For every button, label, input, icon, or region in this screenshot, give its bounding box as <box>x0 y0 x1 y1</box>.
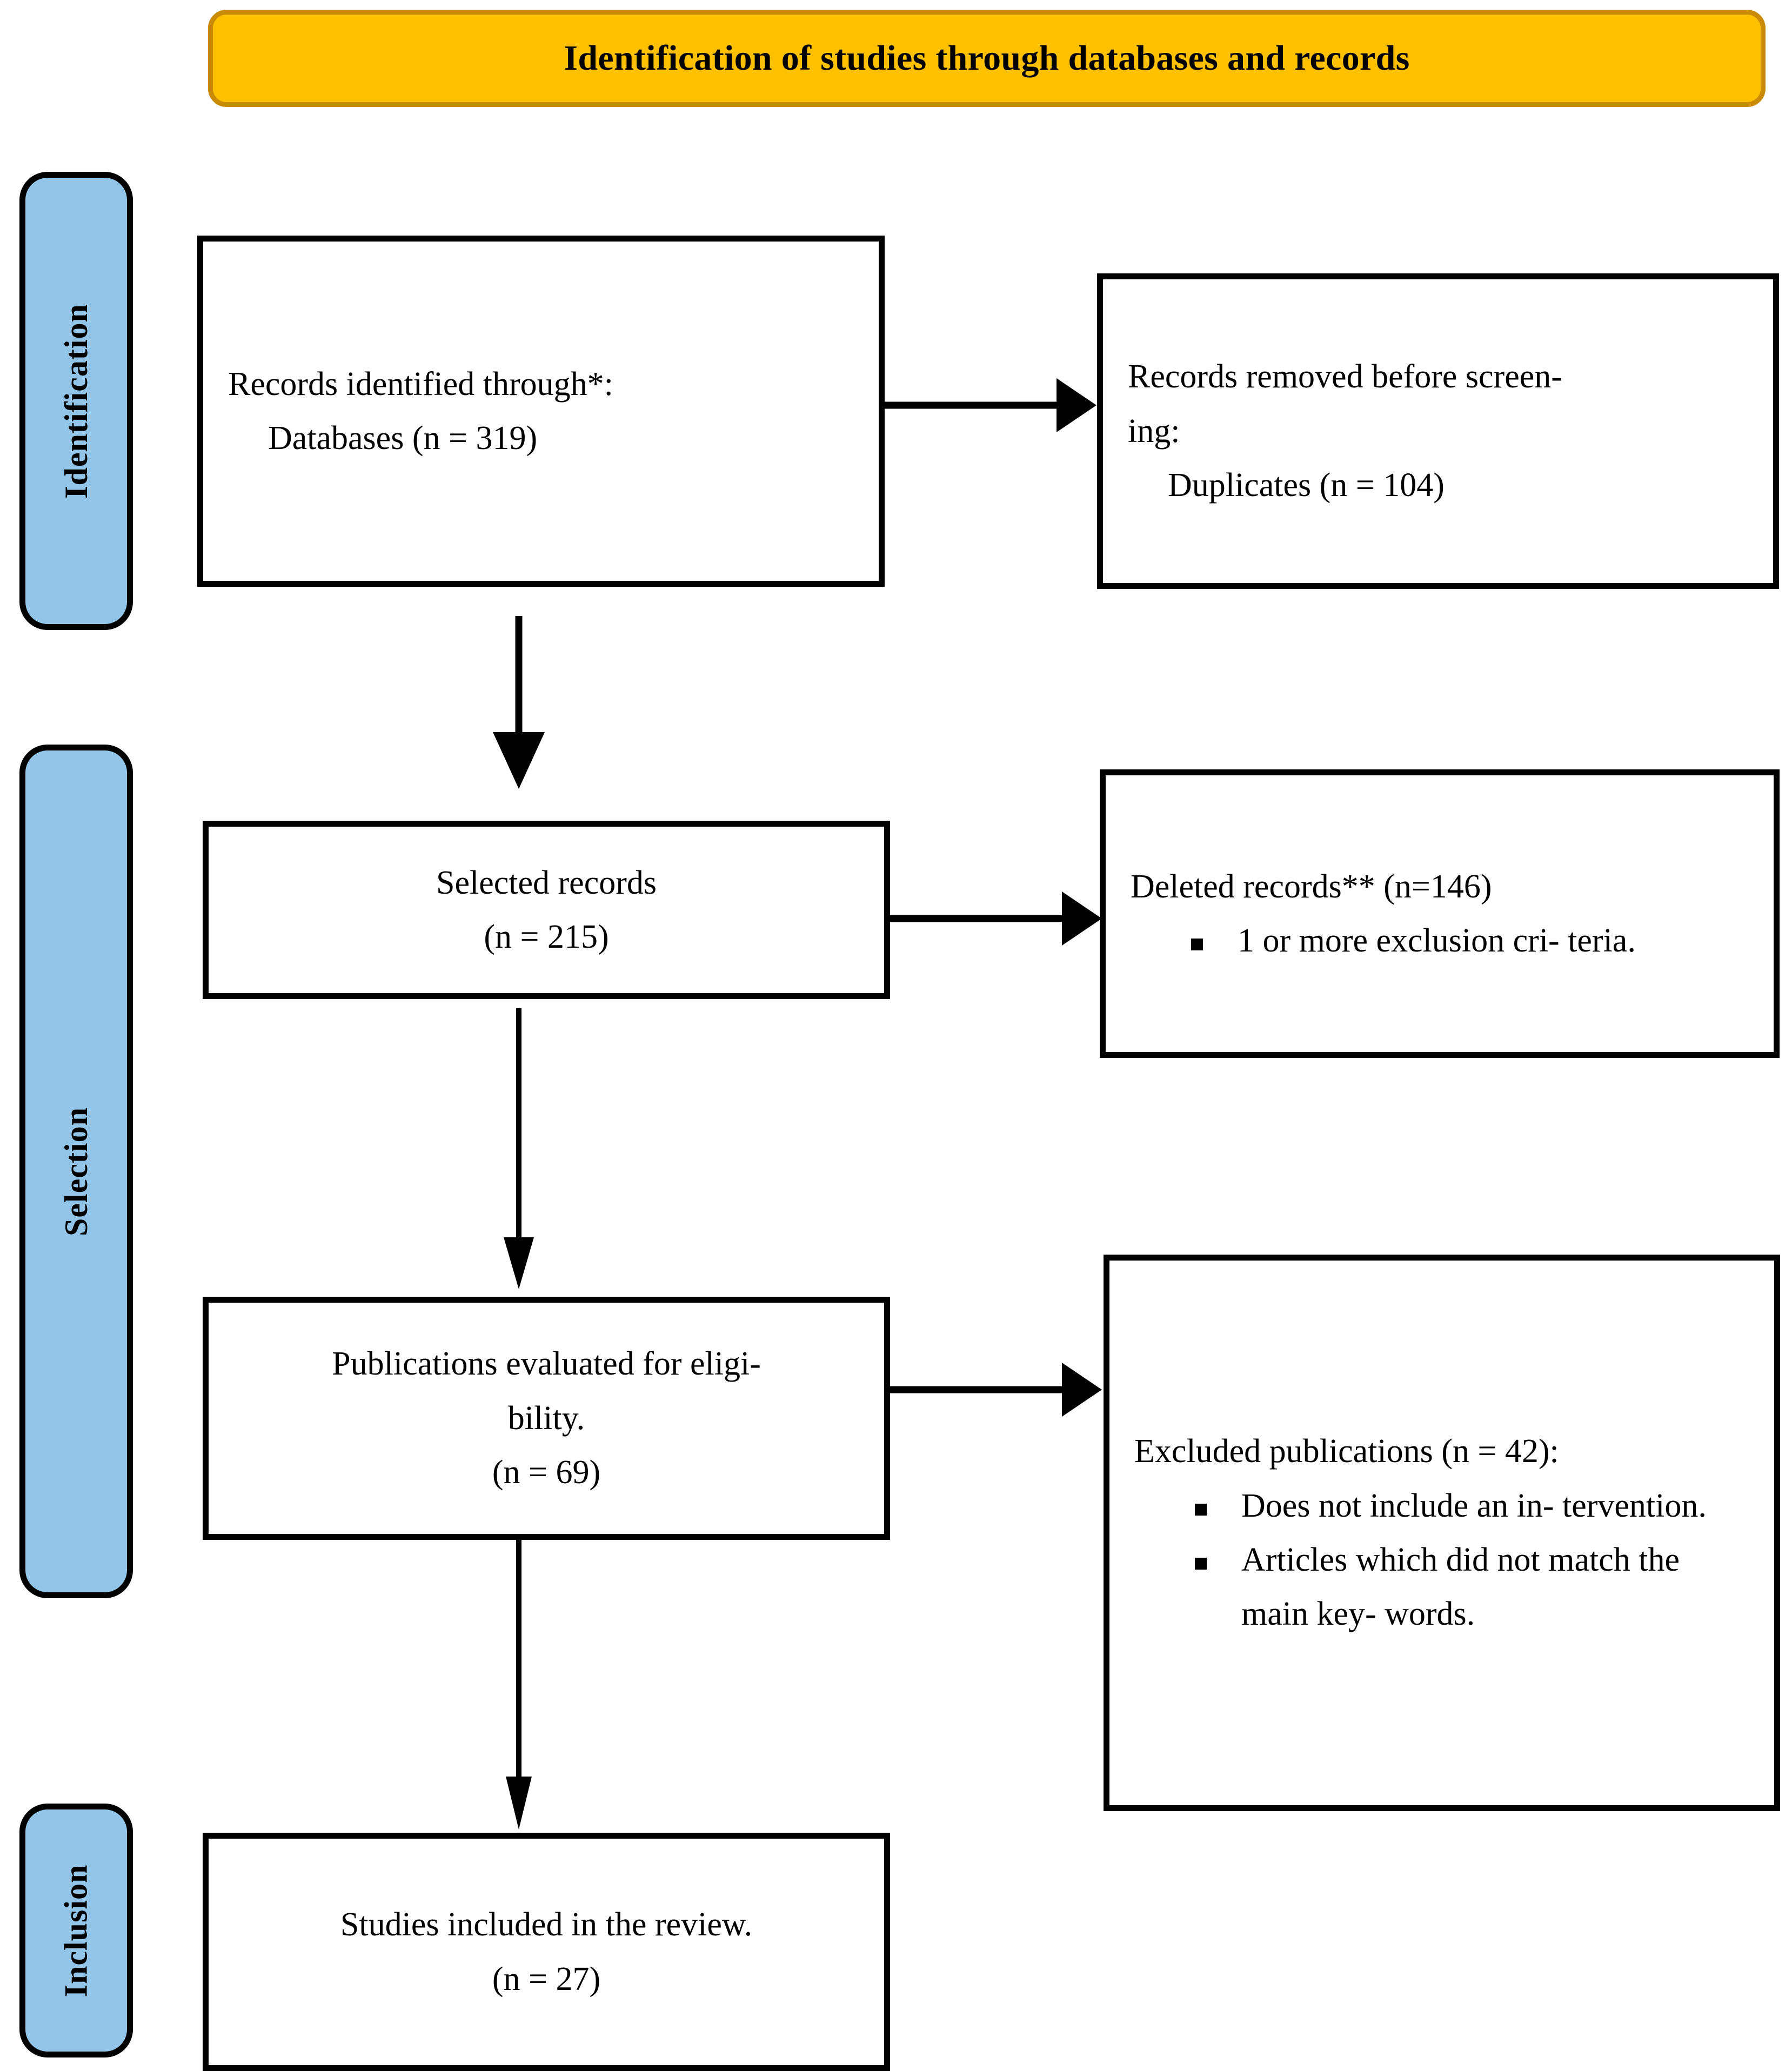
stage-bar-identification: Identification <box>19 172 133 630</box>
arrow-right-selected-to-deleted <box>890 886 1106 951</box>
square-bullet-icon <box>1195 1503 1207 1516</box>
excluded-publications-bullet-1: Does not include an in- tervention. <box>1241 1487 1707 1524</box>
box-selected-records: Selected records (n = 215) <box>203 821 890 999</box>
box-publications-evaluated: Publications evaluated for eligi- bility… <box>203 1297 890 1540</box>
stage-bar-selection: Selection <box>19 745 133 1598</box>
arrow-right-identified-to-removed <box>885 373 1101 438</box>
records-removed-duplicates: Duplicates (n = 104) <box>1168 467 1445 504</box>
excluded-publications-bullet-2: Articles which did not match the main ke… <box>1241 1541 1680 1633</box>
selected-records-label: Selected records <box>436 864 657 901</box>
arrow-down-eligibility-to-included <box>481 1538 557 1834</box>
box-studies-included: Studies included in the review. (n = 27) <box>203 1833 890 2071</box>
records-removed-heading-part1: Records removed before screen- <box>1128 358 1562 396</box>
records-removed-heading-part2: ing: <box>1128 412 1180 450</box>
stage-label-inclusion: Inclusion <box>58 1864 94 1997</box>
records-identified-heading: Records identified through*: <box>228 365 613 403</box>
stage-label-selection: Selection <box>58 1107 94 1236</box>
stage-bar-inclusion: Inclusion <box>19 1804 133 2057</box>
selected-records-count: (n = 215) <box>484 919 609 955</box>
box-records-removed: Records removed before screen- ing: Dupl… <box>1097 273 1779 589</box>
deleted-records-heading: Deleted records** (n=146) <box>1131 868 1492 905</box>
list-item: 1 or more exclusion cri- teria. <box>1131 914 1749 968</box>
studies-included-label: Studies included in the review. <box>340 1906 753 1943</box>
studies-included-count: (n = 27) <box>492 1960 601 1998</box>
excluded-publications-heading: Excluded publications (n = 42): <box>1134 1433 1559 1470</box>
publications-evaluated-count: (n = 69) <box>492 1454 601 1491</box>
publications-evaluated-part1: Publications evaluated for eligi- <box>332 1345 761 1383</box>
box-records-identified: Records identified through*: Databases (… <box>197 236 885 587</box>
deleted-records-bullet-1: 1 or more exclusion cri- teria. <box>1238 922 1636 959</box>
arrow-down-identified-to-selected <box>476 616 562 794</box>
diagram-title: Identification of studies through databa… <box>564 38 1410 78</box>
square-bullet-icon <box>1195 1558 1207 1570</box>
box-deleted-records: Deleted records** (n=146) 1 or more excl… <box>1100 769 1780 1058</box>
diagram-header-banner: Identification of studies through databa… <box>208 10 1766 107</box>
list-item: Does not include an in- tervention. <box>1134 1479 1749 1533</box>
square-bullet-icon <box>1191 939 1203 950</box>
arrow-down-selected-to-eligibility <box>481 1008 557 1293</box>
stage-label-identification: Identification <box>58 303 94 499</box>
records-identified-databases: Databases (n = 319) <box>268 420 538 457</box>
publications-evaluated-part2: bility. <box>507 1399 585 1437</box>
arrow-right-eligibility-to-excluded <box>890 1357 1106 1422</box>
box-excluded-publications: Excluded publications (n = 42): Does not… <box>1104 1255 1780 1811</box>
list-item: Articles which did not match the main ke… <box>1134 1533 1749 1641</box>
